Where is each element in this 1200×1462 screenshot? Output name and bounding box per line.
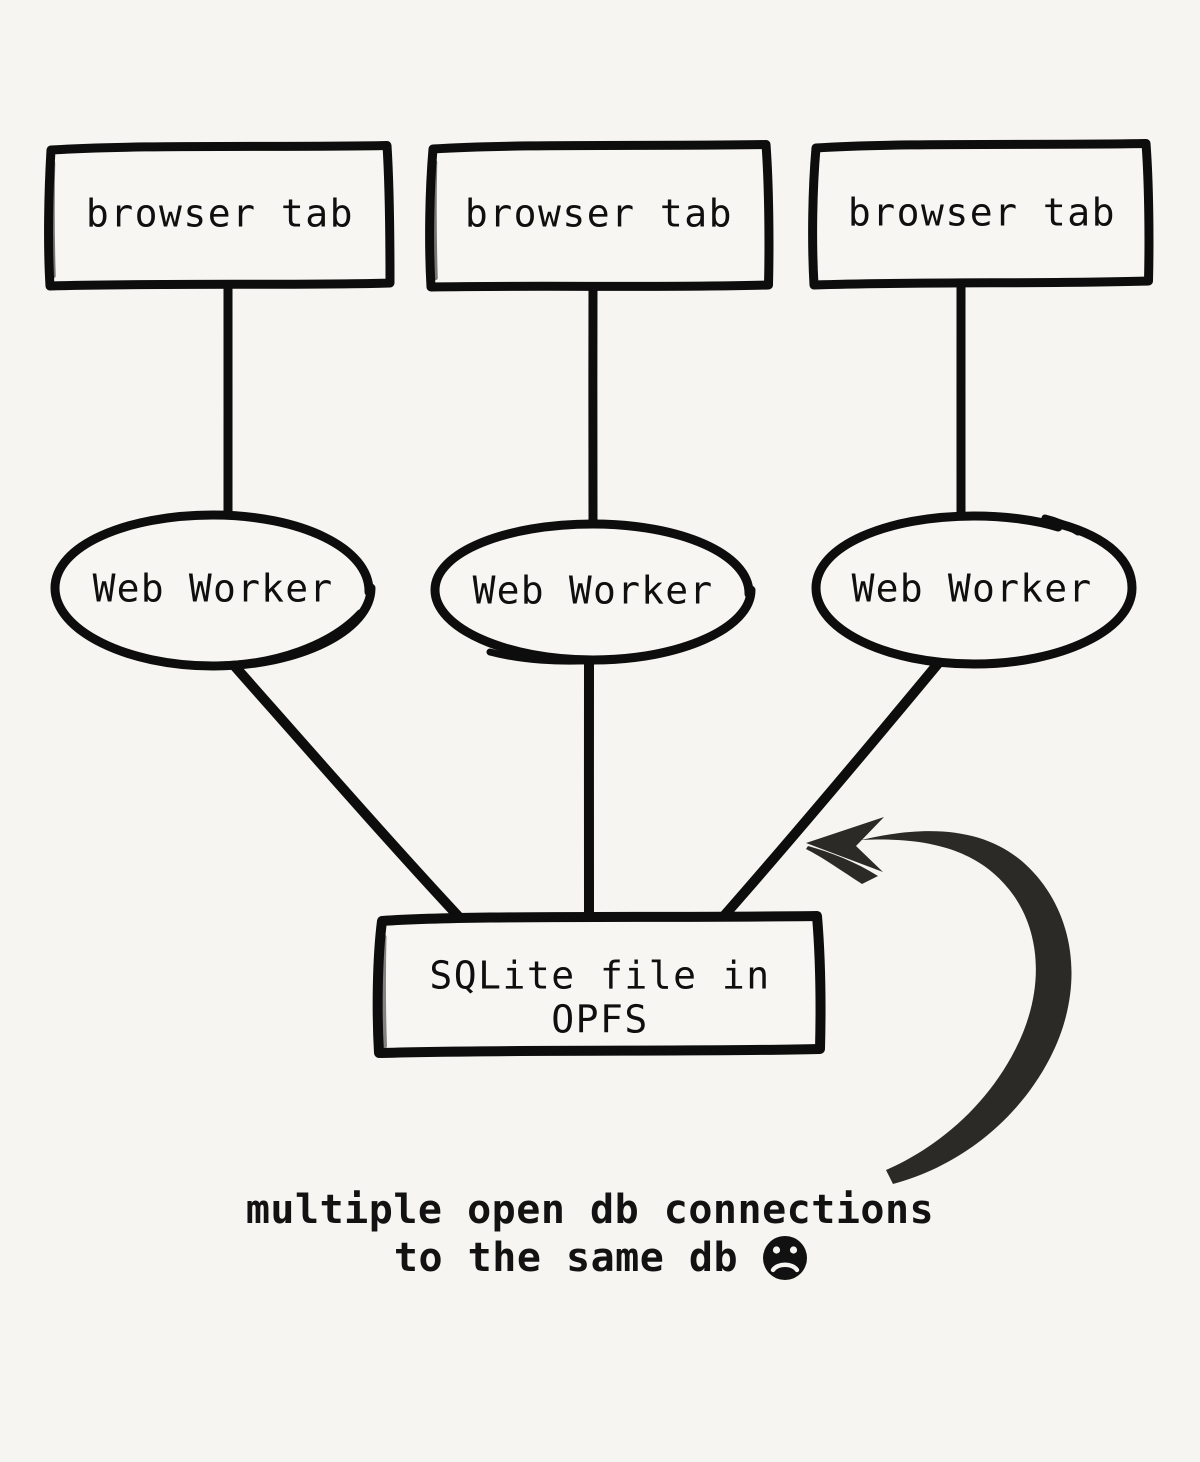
edge-worker3-store: [718, 655, 946, 922]
sad-face-icon: [763, 1236, 807, 1280]
annotation-line2: to the same db: [394, 1235, 738, 1281]
annotation-line1: multiple open db connections: [246, 1187, 934, 1233]
node-browser-tab-2[interactable]: browser tab: [425, 140, 774, 292]
browser-tab-1-label: browser tab: [86, 192, 354, 236]
browser-tab-2-label: browser tab: [465, 192, 733, 236]
web-worker-2-label: Web Worker: [473, 569, 714, 613]
node-web-worker-2[interactable]: Web Worker: [430, 519, 756, 665]
annotation-curved-arrow: [806, 817, 1072, 1184]
node-browser-tab-3[interactable]: browser tab: [808, 139, 1154, 290]
annotation-caption: multiple open db connections to the same…: [246, 1187, 934, 1281]
sqlite-opfs-label-line1: SQLite file in: [429, 954, 770, 998]
web-worker-1-label: Web Worker: [93, 567, 334, 611]
web-worker-3-label: Web Worker: [852, 567, 1093, 611]
node-browser-tab-1[interactable]: browser tab: [44, 141, 395, 291]
sqlite-opfs-label-line2: OPFS: [551, 998, 649, 1042]
browser-tab-3-label: browser tab: [848, 191, 1116, 235]
node-web-worker-3[interactable]: Web Worker: [811, 511, 1137, 669]
edge-worker1-store: [226, 657, 464, 922]
node-web-worker-1[interactable]: Web Worker: [50, 510, 376, 671]
node-sqlite-opfs[interactable]: SQLite file in OPFS: [372, 911, 826, 1058]
